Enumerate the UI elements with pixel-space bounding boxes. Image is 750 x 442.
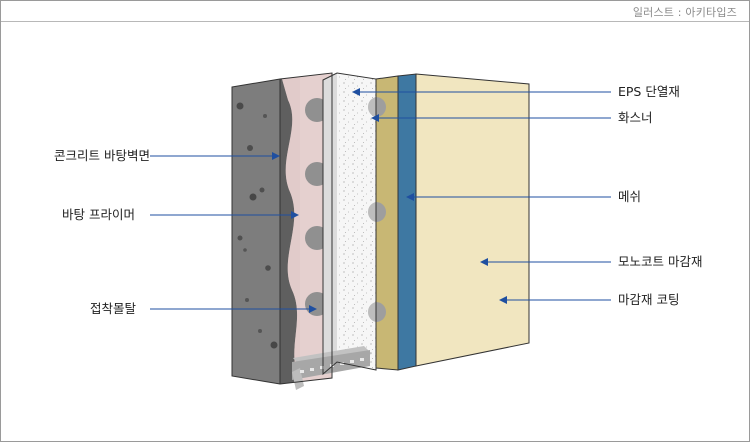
label-monocoat: 모노코트 마감재 (618, 254, 702, 269)
leader-mesh (406, 193, 611, 201)
leader-concrete-wall (150, 152, 280, 160)
leader-adhesive-mortar (150, 305, 317, 313)
label-washer: 화스너 (618, 110, 653, 125)
label-adhesive-mortar: 접착몰탈 (90, 301, 137, 316)
leader-finish-coating (499, 296, 611, 304)
leader-monocoat (480, 258, 611, 266)
mesh-layer (398, 74, 416, 370)
leader-washer (371, 114, 611, 122)
label-primer: 바탕 프라이머 (62, 207, 135, 222)
label-eps-insulation: EPS 단열재 (618, 84, 680, 99)
eps-insulation-layer (323, 73, 376, 374)
label-finish-coating: 마감재 코팅 (618, 292, 679, 307)
base-coat-layer (376, 76, 398, 370)
leader-primer (150, 211, 299, 219)
leader-eps (352, 88, 611, 96)
finish-layer (416, 74, 529, 366)
header-divider (1, 21, 749, 22)
layer-outlines (231, 72, 530, 385)
illustration-credit: 일러스트 : 아키타입즈 (632, 6, 737, 19)
label-concrete-wall: 콘크리트 바탕벽면 (54, 148, 150, 163)
label-mesh: 메쉬 (618, 189, 641, 204)
